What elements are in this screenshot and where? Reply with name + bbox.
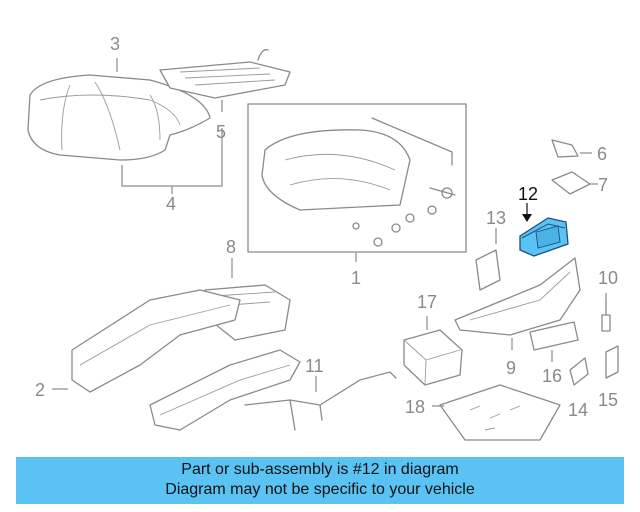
callout-6[interactable]: 6 xyxy=(597,144,607,164)
part-7-cover[interactable] xyxy=(551,171,591,195)
part-9-side-trim[interactable] xyxy=(454,257,581,336)
part-2-seat-track[interactable] xyxy=(71,289,301,431)
callout-1[interactable]: 1 xyxy=(351,268,361,288)
callout-12[interactable]: 12 xyxy=(518,184,538,204)
part-16-switch-bezel[interactable] xyxy=(529,321,579,351)
callout-15[interactable]: 15 xyxy=(598,390,618,410)
banner-line-2: Diagram may not be specific to your vehi… xyxy=(165,481,475,498)
callout-17[interactable]: 17 xyxy=(417,292,437,312)
part-14-knob[interactable] xyxy=(569,357,589,386)
part-1-cushion-frame[interactable] xyxy=(247,103,467,253)
info-banner: Part or sub-assembly is #12 in diagram D… xyxy=(16,457,624,504)
part-3-cushion-cover[interactable] xyxy=(27,74,211,161)
banner-line-1: Part or sub-assembly is #12 in diagram xyxy=(181,461,459,478)
part-17-control-module[interactable] xyxy=(403,329,463,386)
part-10-bolt[interactable] xyxy=(601,299,611,332)
callout-4[interactable]: 4 xyxy=(166,194,176,214)
callout-10[interactable]: 10 xyxy=(598,268,618,288)
part-18-sensor-mat[interactable] xyxy=(439,384,561,441)
callout-9[interactable]: 9 xyxy=(506,358,516,378)
callout-2[interactable]: 2 xyxy=(35,380,45,400)
part-11-wire-harness[interactable] xyxy=(244,371,397,431)
callout-7[interactable]: 7 xyxy=(598,175,608,195)
part-5-heater-pad[interactable] xyxy=(159,49,291,99)
part-15-knob[interactable] xyxy=(605,345,619,379)
callout-18[interactable]: 18 xyxy=(405,397,425,417)
part-13-cover[interactable] xyxy=(475,249,501,291)
part-6-clip[interactable] xyxy=(551,139,579,158)
part-12-seat-switch[interactable] xyxy=(519,217,569,257)
callout-11[interactable]: 11 xyxy=(305,356,324,376)
callout-5[interactable]: 5 xyxy=(216,122,226,142)
callout-13[interactable]: 13 xyxy=(486,208,506,228)
callout-14[interactable]: 14 xyxy=(568,400,588,420)
callout-16[interactable]: 16 xyxy=(542,366,562,386)
callout-8[interactable]: 8 xyxy=(226,237,236,257)
callout-3[interactable]: 3 xyxy=(110,34,120,54)
